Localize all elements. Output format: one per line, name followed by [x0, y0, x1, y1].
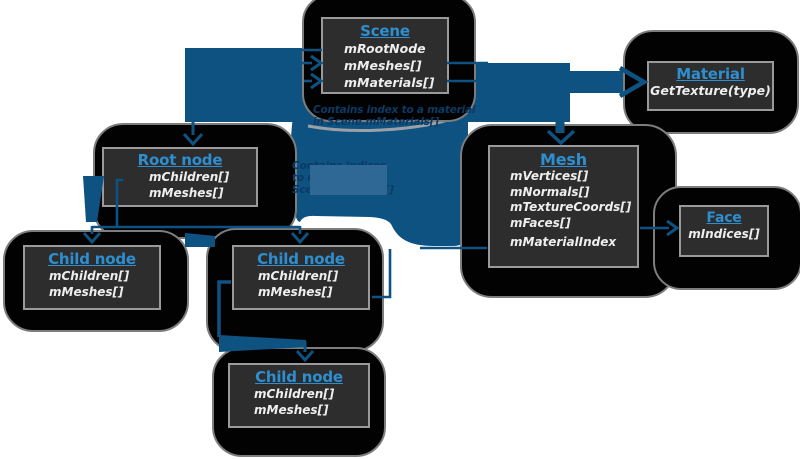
member-row: mChildren[]	[258, 269, 339, 283]
member-row: mChildren[]	[149, 170, 230, 184]
member-row: mNormals[]	[510, 184, 590, 199]
scene-box: Scene mRootNode mMeshes[] mMaterials[]	[321, 17, 449, 94]
root-node-title: Root node	[137, 151, 223, 169]
child-center-title: Child node	[257, 250, 345, 268]
member-row: mTextureCoords[]	[510, 200, 632, 214]
child-center-box: Child node mChildren[] mMeshes[]	[232, 245, 370, 310]
child-left-members: mChildren[] mMeshes[]	[25, 268, 159, 300]
child-left-title: Child node	[48, 250, 136, 268]
member-row: mIndices[]	[688, 227, 760, 241]
material-title: Material	[676, 65, 745, 83]
child-left-box: Child node mChildren[] mMeshes[]	[23, 245, 161, 310]
member-row: mMeshes[]	[258, 285, 333, 299]
flow-blob-left-arm	[185, 48, 302, 122]
child-bottom-box: Child node mChildren[] mMeshes[]	[228, 363, 370, 428]
member-row: mMeshes[]	[344, 58, 422, 73]
member-row: mMaterialIndex	[510, 235, 617, 249]
child-bottom-members: mChildren[] mMeshes[]	[230, 386, 368, 418]
face-members: mIndices[]	[681, 226, 767, 242]
member-row: mMeshes[]	[254, 403, 329, 417]
blue-overlay-rectangle	[310, 165, 387, 195]
member-row: mVertices[]	[510, 169, 589, 183]
mesh-title: Mesh	[540, 150, 587, 169]
child-bottom-title: Child node	[255, 368, 343, 386]
root-node-box: Root node mChildren[] mMeshes[]	[102, 147, 258, 207]
note-line: Contains index to a material	[313, 104, 476, 116]
member-row: mChildren[]	[254, 387, 335, 401]
flow-blob-right-band	[463, 63, 570, 122]
child-center-members: mChildren[] mMeshes[]	[234, 268, 368, 300]
material-members: GetTexture(type)	[649, 83, 772, 99]
mesh-box: Mesh mVertices[]mNormals[]mTextureCoords…	[488, 145, 639, 268]
member-row: mChildren[]	[49, 269, 130, 283]
face-title: Face	[706, 210, 742, 226]
member-row: mMaterials[]	[344, 75, 435, 90]
member-row: mRootNode	[344, 41, 426, 56]
note-line: in Scene.mMaterials[]	[313, 116, 439, 128]
flow-arm-to-material	[566, 71, 624, 93]
material-index-note: Contains index to a material in Scene.mM…	[313, 104, 475, 128]
root-node-members: mChildren[] mMeshes[]	[104, 169, 256, 201]
member-row: GetTexture(type)	[650, 83, 771, 98]
scene-title: Scene	[360, 22, 410, 40]
face-box: Face mIndices[]	[679, 205, 769, 257]
mesh-members: mVertices[]mNormals[]mTextureCoords[]mFa…	[490, 169, 637, 251]
material-box: Material GetTexture(type)	[647, 61, 774, 111]
scene-members: mRootNode mMeshes[] mMaterials[]	[323, 40, 447, 91]
member-row: mMeshes[]	[149, 186, 224, 200]
member-row: mMeshes[]	[49, 285, 124, 299]
member-row: mFaces[]	[510, 215, 571, 230]
